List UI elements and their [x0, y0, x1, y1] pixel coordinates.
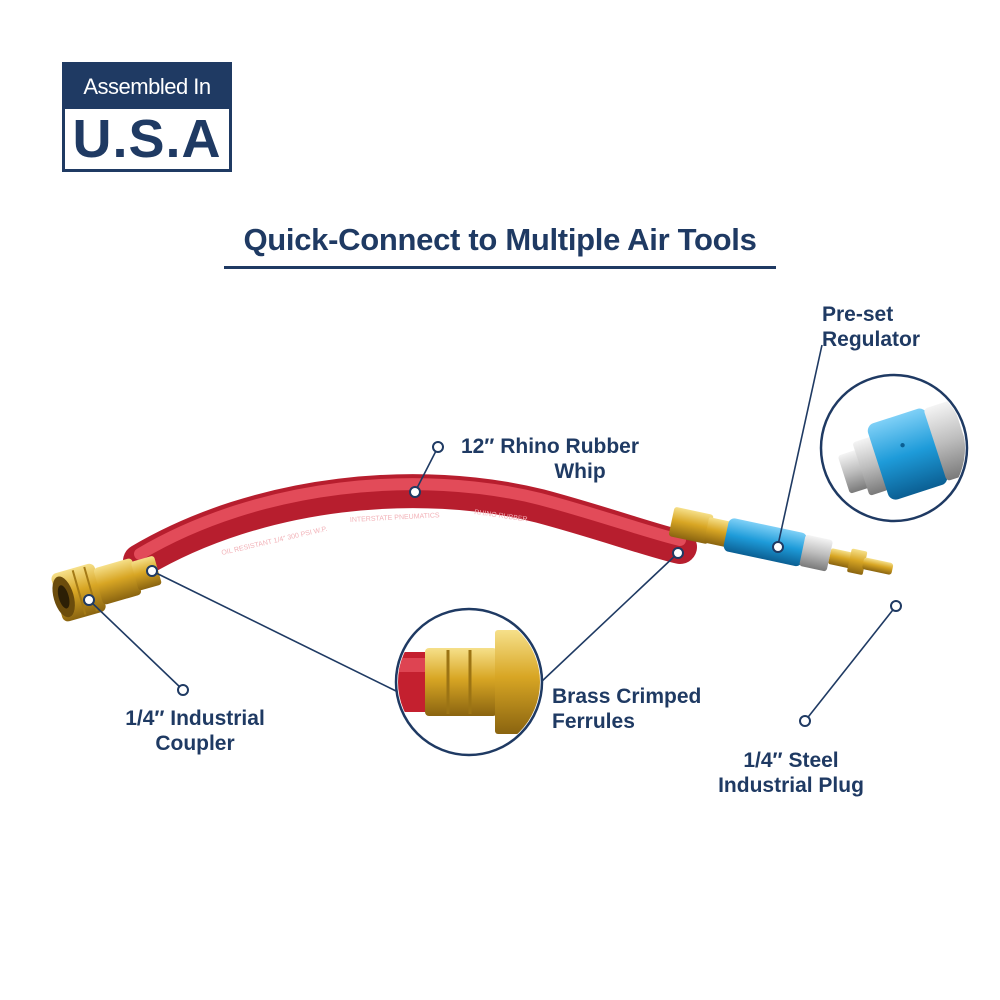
hose-highlight	[134, 478, 686, 560]
callout-regulator-line1: Pre-set	[822, 303, 894, 326]
badge-bottom-text: U.S.A	[72, 109, 222, 169]
hose-print-middle: INTERSTATE PNEUMATICS	[350, 512, 440, 524]
callout-regulator-line2: Regulator	[822, 328, 921, 351]
callout-ferrules: Brass Crimped Ferrules	[552, 684, 701, 734]
callout-plug-line1: 1/4″ Steel	[743, 749, 839, 772]
callout-plug: 1/4″ Steel Industrial Plug	[708, 748, 874, 798]
red-rubber-hose	[123, 474, 697, 578]
callout-coupler: 1/4″ Industrial Coupler	[112, 706, 278, 756]
callout-ferrules-line1: Brass Crimped	[552, 685, 702, 708]
leader-dots	[83, 441, 902, 727]
regulator-zoom-inset	[819, 373, 975, 523]
callout-regulator: Pre-set Regulator	[822, 302, 920, 352]
callout-ferrules-line2: Ferrules	[552, 710, 635, 733]
callout-whip-line1: 12″ Rhino Rubber	[460, 435, 640, 458]
assembled-in-usa-badge: Assembled In U.S.A	[62, 62, 232, 172]
callout-whip: 12″ Rhino Rubber Whip	[452, 434, 648, 484]
callout-plug-line2: Industrial Plug	[718, 774, 864, 797]
callout-whip-line2: Whip	[554, 460, 606, 483]
headline-underline	[224, 266, 776, 269]
right-fittings-assembly	[668, 507, 894, 575]
headline: Quick-Connect to Multiple Air Tools	[243, 222, 757, 257]
industrial-coupler	[51, 556, 162, 622]
callout-coupler-line2: Coupler	[155, 732, 235, 755]
callout-coupler-line1: 1/4″ Industrial	[125, 707, 265, 730]
badge-top-text: Assembled In	[65, 65, 229, 109]
ferrule-zoom-inset	[394, 607, 544, 757]
leader-lines	[88, 344, 897, 722]
